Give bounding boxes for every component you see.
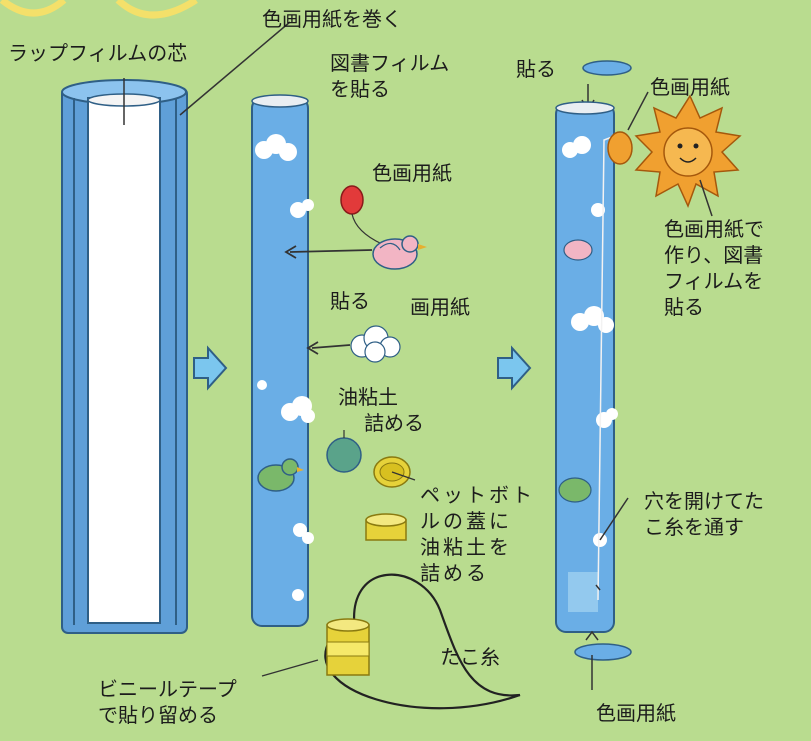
- bird-icon: [558, 239, 593, 503]
- cap-icon: [373, 456, 416, 488]
- label-pet-cap-line-2: ルの蓋に: [420, 509, 512, 533]
- sun-icon: [607, 91, 742, 217]
- label-hole-note: 穴を開けてた こ糸を通す: [644, 488, 809, 540]
- clay-ball: [326, 430, 362, 473]
- label-sun-note-line-3: フィルムを: [664, 269, 764, 293]
- label-vinyl-tape: ビニールテープ で貼り留める: [98, 676, 298, 728]
- label-pet-cap-line-4: 詰める: [420, 561, 489, 585]
- label-vinyl-tape-line-2: で貼り留める: [98, 703, 218, 727]
- taped-cap-with-string: [261, 573, 521, 710]
- label-clay-fill: 油粘土 詰める: [338, 384, 458, 436]
- label-hole-note-line-2: こ糸を通す: [644, 515, 744, 539]
- label-drawing-paper: 画用紙: [410, 295, 470, 319]
- label-pet-cap-line-1: ペットボト: [420, 483, 535, 507]
- tube-decorated: [251, 94, 373, 627]
- cap-icon: [365, 513, 407, 541]
- label-sun-note-line-2: 作り、図書: [664, 243, 764, 267]
- tube-core-split: [61, 21, 291, 634]
- label-colored-paper-top: 色画用紙: [650, 75, 730, 99]
- label-clay-fill-line-1: 油粘土: [338, 385, 398, 409]
- label-wrap-colored-paper: 色画用紙を巻く: [262, 7, 402, 31]
- label-wrap-core: ラップフィルムの芯: [8, 41, 188, 65]
- label-pet-cap-line-3: 油粘土を: [420, 535, 512, 559]
- label-paste-mid: 貼る: [330, 289, 370, 313]
- label-clay-fill-line-2: 詰める: [364, 411, 424, 435]
- label-sun-note: 色画用紙で 作り、図書 フィルムを 貼る: [664, 216, 809, 320]
- cloud-icon: [350, 325, 401, 363]
- tube-finished: [555, 60, 632, 690]
- corner-sun-decoration: [0, 0, 198, 19]
- label-sun-note-line-4: 貼る: [664, 295, 704, 319]
- label-paste-right: 貼る: [516, 57, 556, 81]
- label-colored-paper-mid: 色画用紙: [372, 161, 452, 185]
- label-book-film-line-2: を貼る: [330, 77, 390, 101]
- pink-bird-balloon: [340, 185, 427, 270]
- label-pet-cap: ペットボト ルの蓋に 油粘土を 詰める: [420, 482, 560, 586]
- bird-icon: [257, 458, 304, 492]
- label-vinyl-tape-line-1: ビニールテープ: [98, 677, 237, 701]
- label-hole-note-line-1: 穴を開けてた: [644, 489, 764, 513]
- step-arrow-icon: [193, 345, 228, 391]
- step-arrow-icon: [497, 345, 532, 391]
- label-colored-paper-bottom: 色画用紙: [596, 701, 676, 725]
- label-sun-note-line-1: 色画用紙で: [664, 217, 764, 241]
- label-book-film-line-1: 図書フィルム: [330, 51, 450, 75]
- label-book-film: 図書フィルム を貼る: [330, 50, 490, 102]
- label-kite-string: たこ糸: [440, 645, 500, 669]
